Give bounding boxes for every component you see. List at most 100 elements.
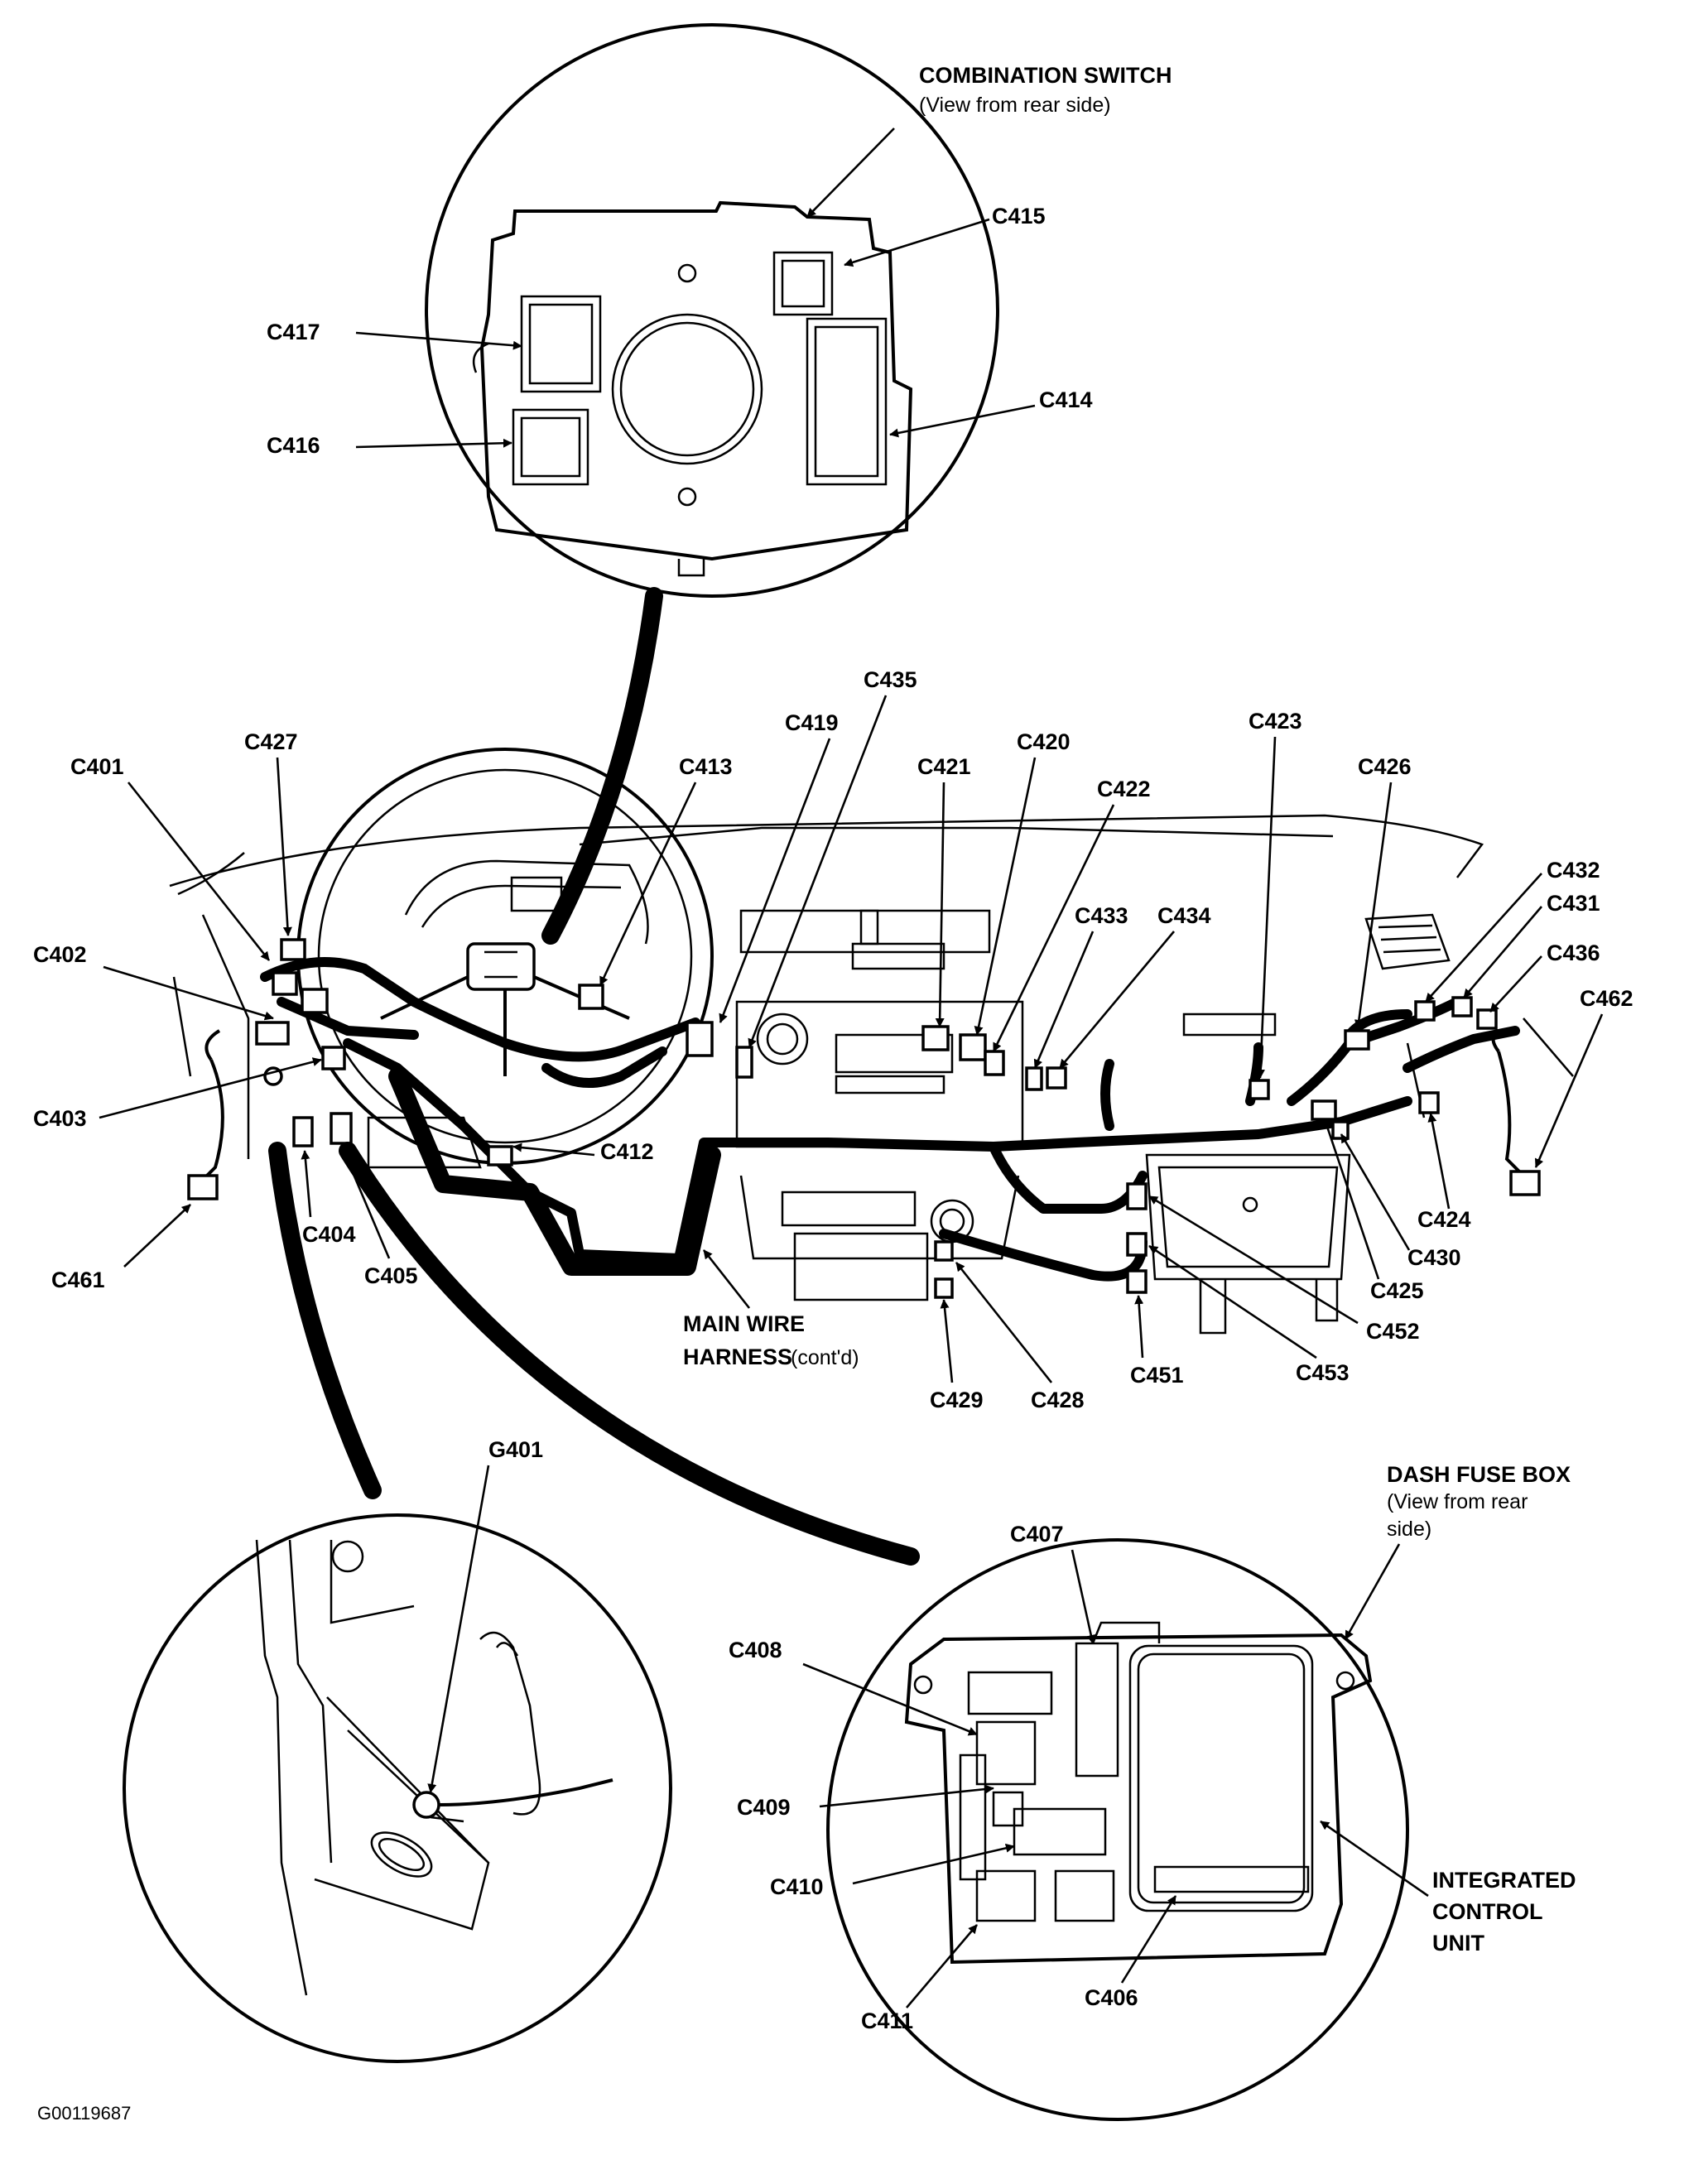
leader-c436 bbox=[1489, 955, 1542, 1013]
icu-label-line3: UNIT bbox=[1432, 1931, 1484, 1955]
leader-c411 bbox=[906, 1924, 978, 2008]
connector-label-c419: C419 bbox=[785, 710, 839, 735]
leader-c412 bbox=[512, 1143, 595, 1157]
leader-c428 bbox=[955, 1262, 1053, 1383]
leader-c419 bbox=[719, 738, 831, 1023]
connector-label-c434: C434 bbox=[1157, 903, 1211, 928]
leader-c424 bbox=[1427, 1113, 1451, 1210]
connector-label-c432: C432 bbox=[1547, 858, 1600, 883]
leader-c402 bbox=[103, 965, 274, 1021]
leader-c413 bbox=[599, 782, 697, 986]
leader-c451 bbox=[1134, 1295, 1144, 1359]
leader-c432 bbox=[1425, 873, 1542, 1003]
connector-label-c422: C422 bbox=[1097, 777, 1151, 801]
dash-fuse-box-title: DASH FUSE BOX bbox=[1387, 1462, 1571, 1487]
leader-c414 bbox=[889, 404, 1036, 438]
connector-label-c429: C429 bbox=[930, 1388, 984, 1412]
leader-g401 bbox=[427, 1465, 490, 1793]
connector-label-c461: C461 bbox=[51, 1268, 105, 1292]
dash-fuse-box-subtitle-1: (View from rear bbox=[1387, 1490, 1528, 1513]
leader-c429 bbox=[940, 1299, 954, 1383]
g401-detail bbox=[123, 1513, 672, 2063]
leader-c415 bbox=[844, 218, 990, 267]
connector-label-c423: C423 bbox=[1249, 709, 1302, 734]
connector-label-c426: C426 bbox=[1358, 754, 1412, 779]
link-band-dash-fuse-box bbox=[339, 1142, 920, 1566]
connector-label-c430: C430 bbox=[1407, 1245, 1461, 1270]
figure-id: G00119687 bbox=[37, 2103, 131, 2124]
leader-c426 bbox=[1354, 782, 1393, 1029]
connector-label-c424: C424 bbox=[1417, 1207, 1471, 1232]
leader-c409 bbox=[819, 1784, 994, 1808]
leader-c416 bbox=[355, 438, 512, 449]
leader-c425 bbox=[1323, 1118, 1380, 1280]
connector-label-c451: C451 bbox=[1130, 1363, 1184, 1388]
icu-label-line2: CONTROL bbox=[1432, 1899, 1542, 1924]
connector-label-c409: C409 bbox=[737, 1795, 791, 1820]
connector-label-c453: C453 bbox=[1296, 1360, 1350, 1385]
combination-switch-leader bbox=[806, 127, 895, 218]
connector-label-c428: C428 bbox=[1031, 1388, 1085, 1412]
connector-label-c414: C414 bbox=[1039, 387, 1093, 412]
icu-label-line1: INTEGRATED bbox=[1432, 1868, 1576, 1893]
leader-c435 bbox=[748, 695, 888, 1048]
combination-switch-title: COMBINATION SWITCH bbox=[919, 63, 1172, 88]
connector-label-c417: C417 bbox=[267, 320, 320, 344]
pigtail-wires bbox=[197, 1029, 1525, 1186]
leader-c421 bbox=[935, 782, 945, 1027]
connector-label-c406: C406 bbox=[1085, 1985, 1138, 2010]
connector-label-c436: C436 bbox=[1547, 940, 1600, 965]
leader-c431 bbox=[1463, 906, 1542, 998]
connector-label-c462: C462 bbox=[1580, 986, 1633, 1011]
combination-switch-detail bbox=[425, 23, 999, 598]
connector-label-c416: C416 bbox=[267, 433, 320, 458]
combination-switch-subtitle: (View from rear side) bbox=[919, 94, 1111, 117]
leader-c461 bbox=[123, 1204, 191, 1268]
ground-label-g401: G401 bbox=[488, 1437, 543, 1462]
leader-c401 bbox=[127, 782, 271, 961]
main-wire-harness-label: MAIN WIRE bbox=[683, 1311, 805, 1336]
leader-main-wire-harness bbox=[702, 1249, 751, 1309]
connector-label-c435: C435 bbox=[864, 667, 917, 692]
connector-label-c402: C402 bbox=[33, 942, 87, 967]
leader-c430 bbox=[1340, 1133, 1411, 1251]
leader-c420 bbox=[974, 757, 1037, 1036]
connector-label-c421: C421 bbox=[917, 754, 971, 779]
dash-fuse-box-subtitle-2: side) bbox=[1387, 1518, 1431, 1541]
connector-label-c420: C420 bbox=[1017, 729, 1071, 754]
connector-label-c410: C410 bbox=[770, 1874, 824, 1899]
main-wire-harness-label-line2: HARNESS bbox=[683, 1345, 792, 1369]
leader-c433 bbox=[1033, 931, 1095, 1069]
leader-c452 bbox=[1148, 1195, 1359, 1325]
leader-integrated-control-unit bbox=[1320, 1820, 1429, 1898]
leader-c453 bbox=[1148, 1244, 1317, 1359]
leader-dash-fuse-box bbox=[1344, 1543, 1401, 1640]
connector-label-c415: C415 bbox=[992, 204, 1046, 229]
connector-label-c401: C401 bbox=[70, 754, 124, 779]
connector-label-c403: C403 bbox=[33, 1106, 87, 1131]
dash-fuse-box-detail bbox=[826, 1538, 1409, 2121]
connector-label-c407: C407 bbox=[1010, 1522, 1064, 1547]
leader-c462 bbox=[1534, 1013, 1604, 1168]
leader-c410 bbox=[852, 1843, 1015, 1885]
connector-label-c412: C412 bbox=[600, 1139, 654, 1164]
leader-c403 bbox=[99, 1057, 322, 1119]
connector-label-c431: C431 bbox=[1547, 891, 1600, 916]
leader-c417 bbox=[355, 331, 522, 350]
dash-connectors bbox=[187, 938, 1541, 1299]
leader-c427 bbox=[276, 757, 292, 936]
link-band-combination-switch bbox=[541, 587, 663, 945]
leader-c407 bbox=[1071, 1549, 1096, 1644]
leader-c406 bbox=[1120, 1895, 1177, 1984]
connector-label-c411: C411 bbox=[861, 2008, 913, 2033]
connector-label-c413: C413 bbox=[679, 754, 733, 779]
link-band-g401 bbox=[268, 1142, 382, 1499]
connector-label-c427: C427 bbox=[244, 729, 298, 754]
connector-label-c433: C433 bbox=[1075, 903, 1128, 928]
connector-label-c425: C425 bbox=[1370, 1278, 1424, 1303]
connector-label-c404: C404 bbox=[302, 1222, 356, 1247]
leader-c422 bbox=[992, 804, 1115, 1052]
leader-c423 bbox=[1255, 736, 1277, 1079]
leader-c434 bbox=[1059, 931, 1175, 1069]
